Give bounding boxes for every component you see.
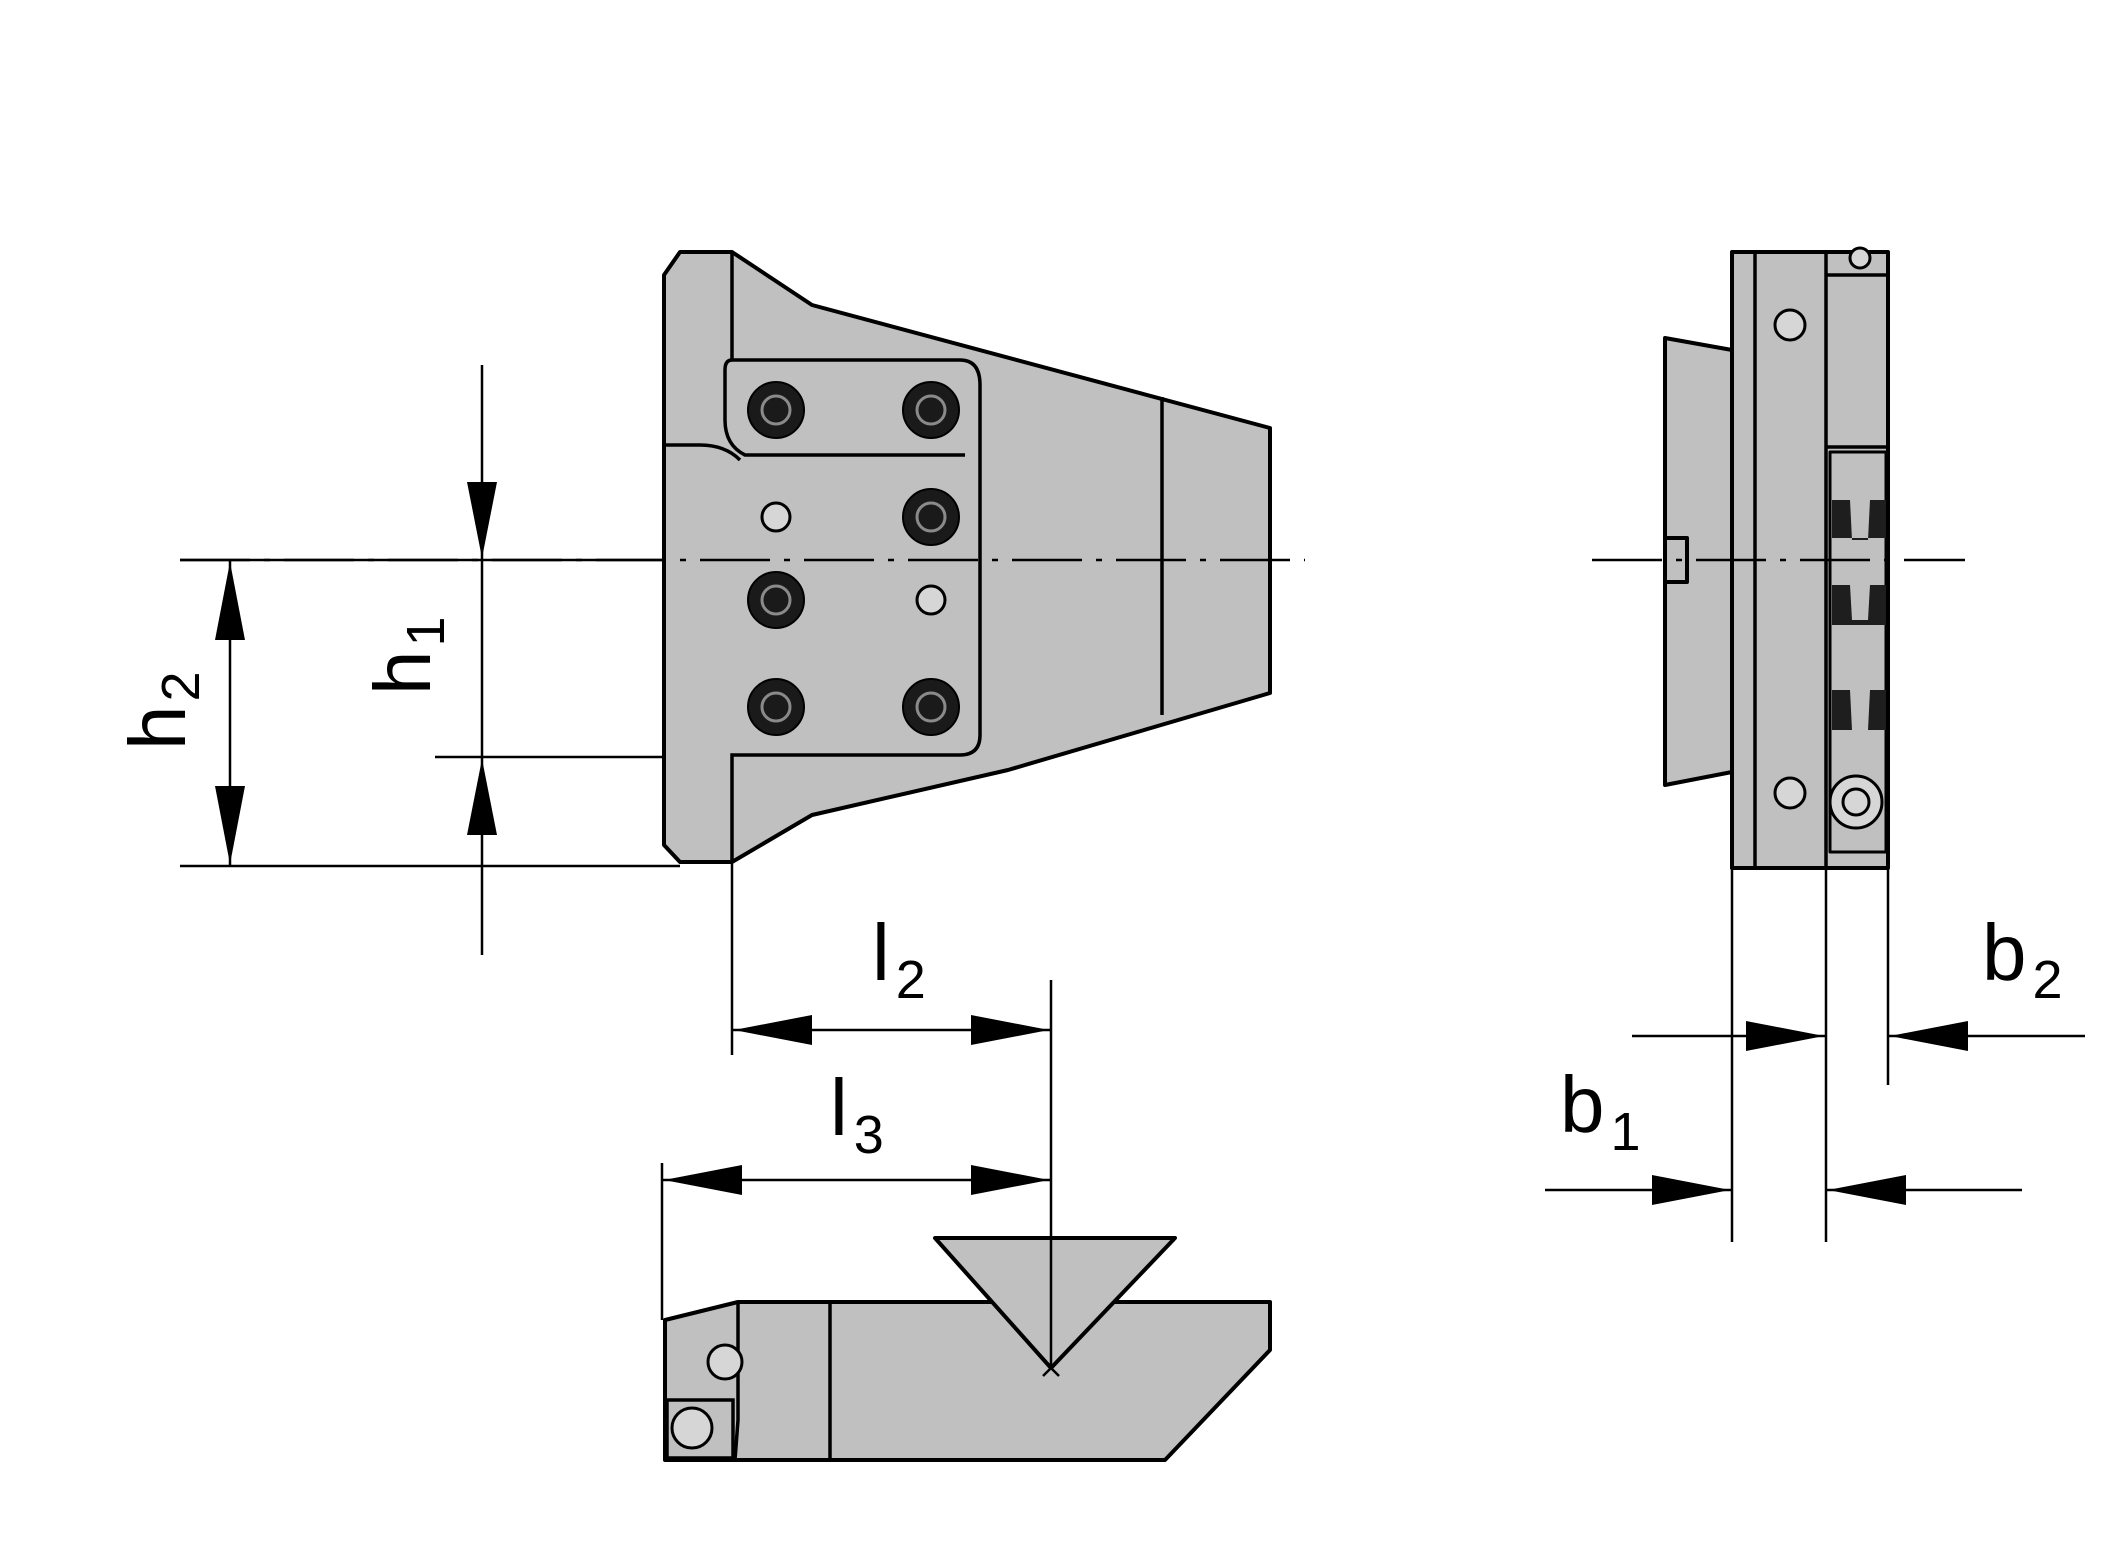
pin-hole-icon: [760, 501, 792, 533]
arrow-right-icon: [971, 1015, 1049, 1045]
screw-icon: [747, 678, 805, 736]
cutting-insert-triangle: [933, 1236, 1177, 1370]
screw-icon: [902, 381, 960, 439]
arrow-right-icon: [1746, 1021, 1824, 1051]
h1-label: h1: [358, 616, 456, 695]
svg-text:h1: h1: [358, 616, 456, 695]
arrow-left-icon: [1828, 1175, 1906, 1205]
arrow-right-icon: [971, 1165, 1049, 1195]
front-view-inner-edge: [730, 252, 982, 862]
h2-label: h2: [113, 671, 211, 750]
pin-hole-icon: [1848, 246, 1872, 270]
arrow-left-icon: [664, 1165, 742, 1195]
arrow-left-icon: [1890, 1021, 1968, 1051]
screw-icon: [747, 571, 805, 629]
svg-text:h2: h2: [113, 671, 211, 750]
pin-hole-icon: [706, 1343, 744, 1381]
arrow-left-icon: [734, 1015, 812, 1045]
screw-icon: [902, 678, 960, 736]
arrow-down-icon: [467, 482, 497, 558]
front-view-upper-notch: [664, 443, 742, 462]
screw-icon: [902, 488, 960, 546]
top-view-body: [663, 1300, 1272, 1462]
screw-icon: [1828, 774, 1884, 830]
arrow-up-icon: [467, 759, 497, 835]
arrow-right-icon: [1652, 1175, 1730, 1205]
arrow-up-icon: [215, 562, 245, 640]
top-view-pin-socket: [665, 1398, 735, 1460]
screw-icon: [747, 381, 805, 439]
side-view-jaw-teeth: [1832, 500, 1886, 730]
arrow-down-icon: [215, 786, 245, 864]
pin-hole-icon: [1773, 308, 1807, 342]
pin-hole-icon: [1773, 776, 1807, 810]
front-view: h2 h1: [113, 250, 1305, 955]
pin-hole-icon: [915, 584, 947, 616]
cutting-tip-mark: [1042, 1359, 1060, 1377]
front-view-clamp-edge: [723, 358, 965, 457]
pin-hole-icon: [670, 1406, 714, 1450]
front-view-body: [662, 250, 1272, 864]
top-view-pocket: [733, 1302, 740, 1461]
